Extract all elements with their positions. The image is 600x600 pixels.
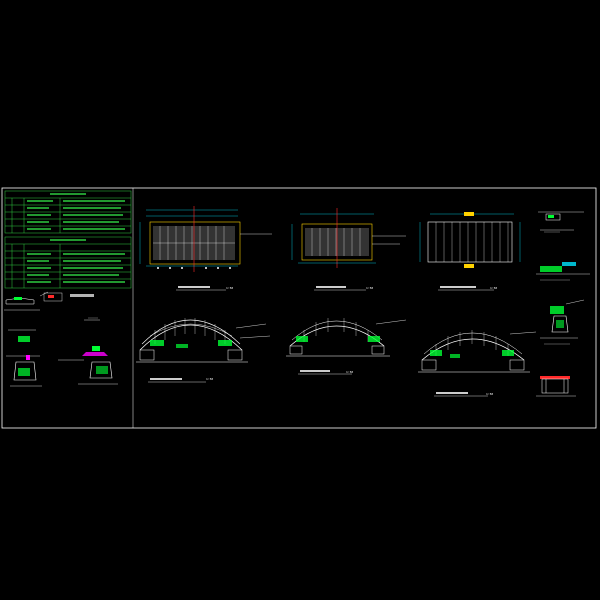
plan-3-scale: 1:50 bbox=[490, 286, 497, 290]
elevation-1-scale: 1:50 bbox=[206, 377, 213, 381]
plan-view-3: 1:50 bbox=[419, 212, 521, 291]
detail-right-pier bbox=[540, 299, 585, 345]
plan-1-scale: 1:50 bbox=[226, 286, 233, 290]
detail-left-section-4 bbox=[58, 346, 118, 385]
drawing-frame bbox=[1, 187, 597, 429]
material-table-bottom bbox=[4, 236, 132, 289]
detail-left-section-2 bbox=[43, 292, 100, 321]
material-table-bottom-fill bbox=[27, 239, 125, 283]
material-table-top bbox=[4, 190, 132, 234]
material-table-top-fill bbox=[27, 193, 125, 230]
detail-left-section-1 bbox=[4, 291, 49, 311]
elevation-3-scale: 1:50 bbox=[486, 392, 493, 396]
plan-2-scale: 1:50 bbox=[366, 286, 373, 290]
detail-left-section-3 bbox=[6, 329, 42, 387]
detail-right-middle bbox=[536, 262, 590, 281]
elevation-bridge-2: 1:50 bbox=[286, 318, 407, 375]
elevation-bridge-1: 1:50 bbox=[136, 318, 271, 383]
detail-right-top bbox=[538, 211, 584, 233]
elevation-bridge-3: 1:50 bbox=[418, 330, 537, 397]
elevation-2-scale: 1:50 bbox=[346, 370, 353, 374]
plan-view-2: 1:50 bbox=[291, 208, 406, 291]
plan-view-1: 1:50 bbox=[139, 206, 272, 291]
detail-right-bench bbox=[536, 376, 576, 397]
